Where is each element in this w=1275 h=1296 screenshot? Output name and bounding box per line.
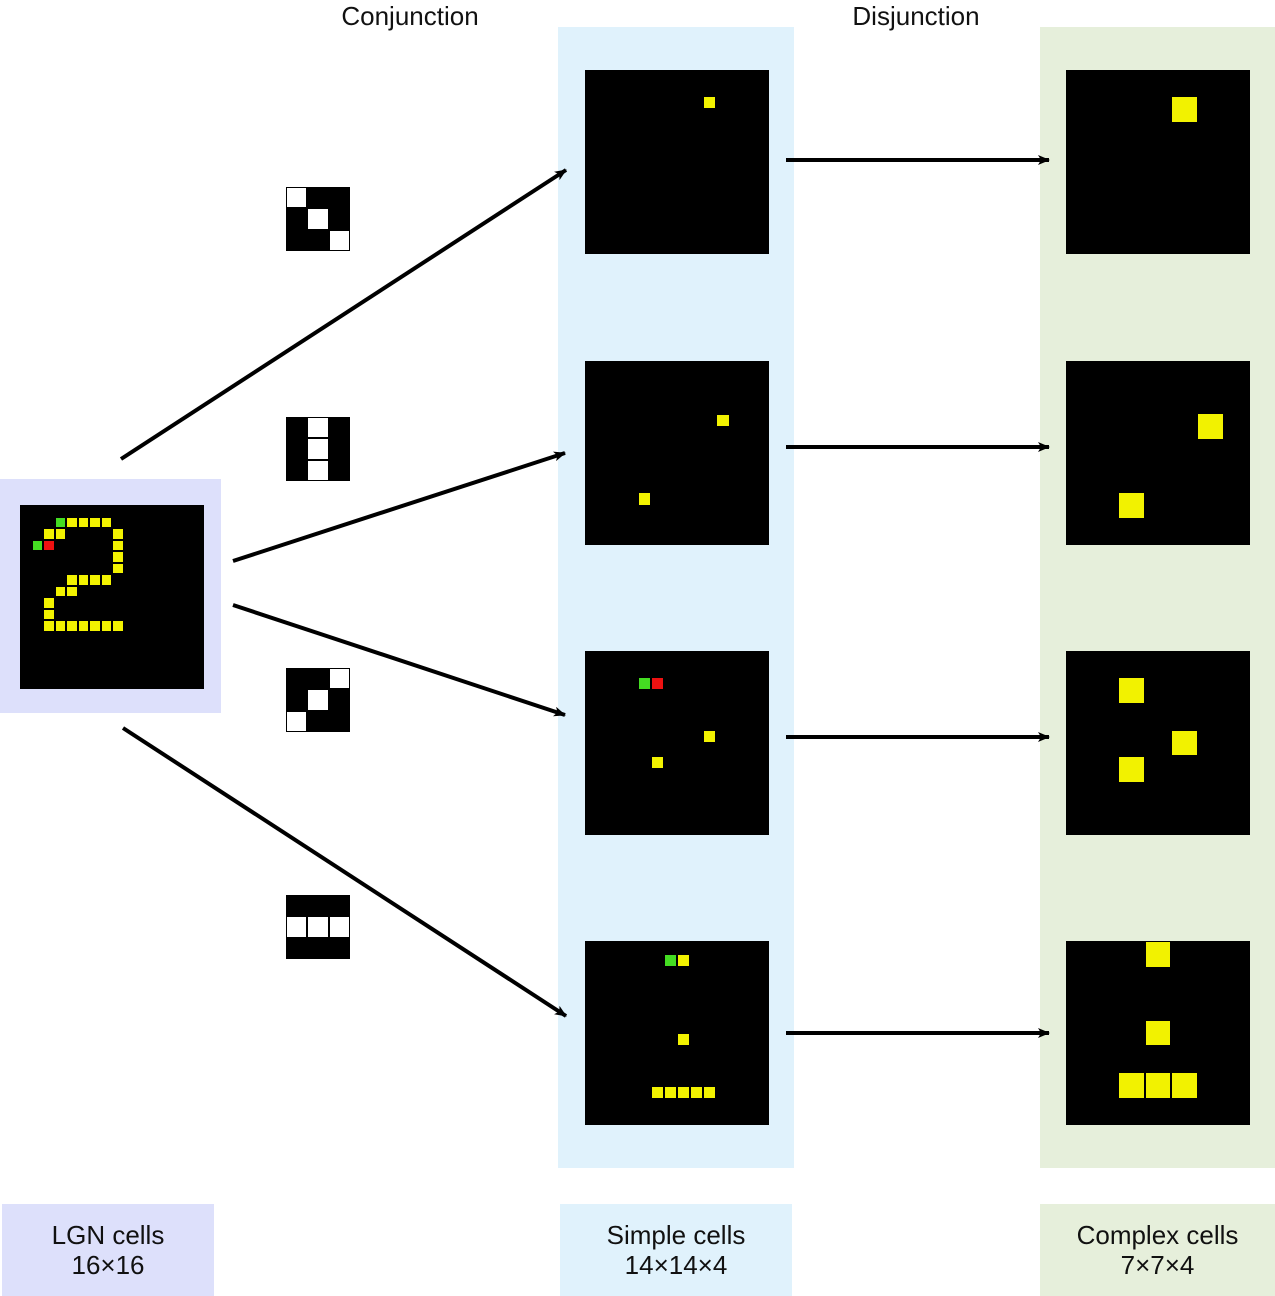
complex-cells-dims: 7×7×4 <box>1120 1250 1195 1280</box>
complex-map-cell <box>1119 678 1145 703</box>
lgn-cell <box>113 552 123 562</box>
lgn-cell <box>113 540 123 550</box>
simple-cells-name: Simple cells <box>606 1220 746 1250</box>
complex-map-cell <box>1145 1020 1171 1046</box>
arrow-lgn-to-simple-4 <box>121 726 568 1018</box>
lgn-cells-dims: 16×16 <box>71 1250 145 1280</box>
lgn-cell <box>78 575 88 585</box>
lgn-cell <box>55 517 65 527</box>
complex-map-cell <box>1119 1073 1145 1098</box>
lgn-cell <box>113 621 123 631</box>
conjunction-header: Conjunction <box>341 1 479 31</box>
simple-map-cell <box>704 730 716 742</box>
lgn-cell <box>101 575 111 585</box>
complex-map-cell <box>1171 730 1197 756</box>
lgn-cell <box>44 529 54 539</box>
simple-cells-dims: 14×14×4 <box>624 1250 728 1280</box>
simple-map-cell <box>638 678 650 690</box>
filter-on-cell <box>287 917 307 937</box>
simple-cell-map-1 <box>585 70 769 254</box>
simple-map-cell <box>664 955 676 967</box>
simple-map-cell <box>704 1086 716 1098</box>
arrow-lgn-to-simple-1 <box>119 168 568 461</box>
complex-map-cell <box>1171 97 1197 122</box>
lgn-cell <box>44 621 54 631</box>
filter-on-cell <box>329 669 349 689</box>
lgn-cell <box>67 621 77 631</box>
complex-cells-label: Complex cells 7×7×4 <box>1040 1204 1275 1296</box>
arrow-lgn-to-simple-3 <box>232 603 566 717</box>
complex-map-cell <box>1119 756 1145 782</box>
lgn-cell <box>113 563 123 573</box>
lgn-cell <box>101 621 111 631</box>
lgn-cell <box>67 575 77 585</box>
simple-map-cell <box>651 1086 663 1098</box>
lgn-cell <box>44 540 54 550</box>
simple-cells-label: Simple cells 14×14×4 <box>560 1204 792 1296</box>
simple-map-cell <box>691 1086 703 1098</box>
complex-map-cell <box>1119 493 1145 518</box>
complex-map-cell <box>1171 1073 1197 1098</box>
disjunction-header: Disjunction <box>852 1 980 31</box>
simple-cell-map-2 <box>585 361 769 545</box>
lgn-cell <box>90 517 100 527</box>
arrow-lgn-to-simple-2 <box>232 451 566 563</box>
simple-map-cell <box>717 414 729 426</box>
filter-on-cell <box>308 690 328 710</box>
lgn-cells-name: LGN cells <box>51 1220 165 1250</box>
lgn-cells-label: LGN cells 16×16 <box>2 1204 214 1296</box>
filter-diagonal-down <box>286 187 350 251</box>
lgn-cell <box>44 598 54 608</box>
filter-on-cell <box>308 209 328 229</box>
lgn-cell <box>78 517 88 527</box>
lgn-cell <box>101 517 111 527</box>
complex-cell-map-1 <box>1066 70 1250 254</box>
complex-map-cell <box>1198 414 1223 440</box>
simple-map-cell <box>638 493 650 505</box>
lgn-cell <box>55 586 65 596</box>
lgn-cell <box>78 621 88 631</box>
filter-on-cell <box>308 460 328 480</box>
simple-map-cell <box>664 1086 676 1098</box>
simple-map-cell <box>704 97 716 109</box>
complex-cell-map-2 <box>1066 361 1250 545</box>
filter-on-cell <box>287 711 307 731</box>
filter-on-cell <box>329 230 349 250</box>
complex-cell-map-3 <box>1066 651 1250 835</box>
lgn-cell <box>90 575 100 585</box>
complex-map-cell <box>1145 1073 1171 1098</box>
simple-map-cell <box>678 1034 690 1046</box>
filter-on-cell <box>308 439 328 459</box>
lgn-cell <box>67 517 77 527</box>
filter-on-cell <box>329 917 349 937</box>
simple-map-cell <box>651 678 663 690</box>
filter-diagonal-up <box>286 668 350 732</box>
complex-cells-name: Complex cells <box>1076 1220 1239 1250</box>
lgn-cell <box>55 529 65 539</box>
complex-map-cell <box>1145 941 1171 967</box>
simple-map-cell <box>651 757 663 769</box>
lgn-cell <box>44 609 54 619</box>
filter-on-cell <box>308 917 328 937</box>
lgn-cell <box>67 586 77 596</box>
lgn-input-grid <box>20 505 204 689</box>
simple-map-cell <box>678 955 690 967</box>
lgn-cell <box>32 540 42 550</box>
complex-cell-map-4 <box>1066 941 1250 1125</box>
simple-cell-map-3 <box>585 651 769 835</box>
filter-on-cell <box>308 418 328 438</box>
lgn-cell <box>55 621 65 631</box>
simple-map-cell <box>678 1086 690 1098</box>
simple-cell-map-4 <box>585 941 769 1125</box>
filter-vertical <box>286 417 350 481</box>
lgn-cell <box>113 529 123 539</box>
lgn-cell <box>90 621 100 631</box>
filter-horizontal <box>286 895 350 959</box>
filter-on-cell <box>287 188 307 208</box>
